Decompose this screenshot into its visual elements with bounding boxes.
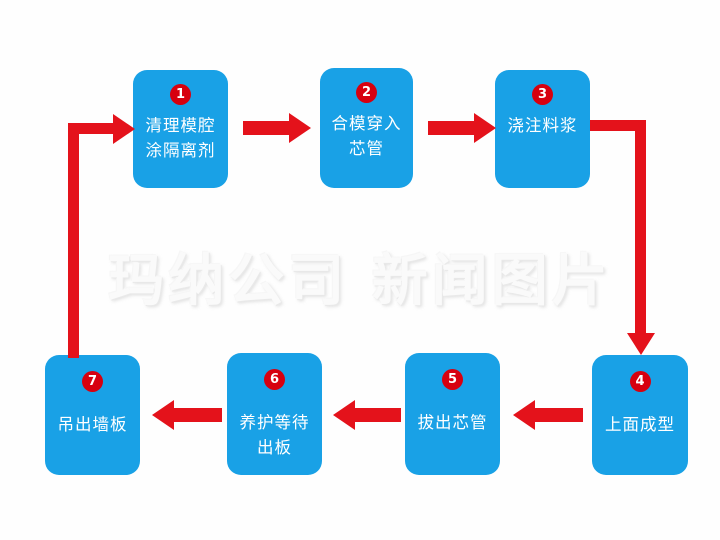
step-badge-2: 2 (356, 82, 377, 103)
step-badge-3: 3 (532, 84, 553, 105)
arrow-3-to-4 (590, 120, 690, 365)
arrow-shaft (428, 121, 474, 135)
arrow-head (113, 113, 135, 144)
arrow-4-to-5 (513, 400, 583, 430)
step-badge-6: 6 (264, 369, 285, 390)
arrow-shaft (174, 408, 222, 422)
process-node-1[interactable]: 1 清理模腔 涂隔离剂 (133, 70, 228, 188)
arrow-5-to-6 (333, 400, 401, 430)
node-label-1: 清理模腔 涂隔离剂 (145, 116, 216, 160)
node-label-2: 合模穿入 芯管 (331, 114, 402, 158)
arrow-head (152, 400, 174, 430)
arrow-head (333, 400, 355, 430)
process-node-3[interactable]: 3 浇注料浆 (495, 70, 590, 188)
process-node-4[interactable]: 4 上面成型 (592, 355, 688, 475)
arrow-6-to-7 (152, 400, 222, 430)
step-badge-4: 4 (629, 371, 651, 392)
arrow-head (289, 113, 311, 143)
node-label-5: 拔出芯管 (417, 413, 488, 432)
process-node-6[interactable]: 6 养护等待 出板 (227, 353, 322, 475)
step-badge-1: 1 (170, 84, 191, 105)
arrow-shaft (535, 408, 583, 422)
arrow-shaft (243, 121, 289, 135)
arrow-7-to-1 (68, 113, 188, 358)
elbow-vertical-segment (68, 123, 79, 358)
arrow-head (474, 113, 496, 143)
process-node-7[interactable]: 7 吊出墙板 (45, 355, 140, 475)
arrow-head (626, 333, 655, 355)
node-label-7: 吊出墙板 (57, 415, 128, 434)
step-badge-5: 5 (442, 369, 463, 390)
arrow-2-to-3 (428, 113, 496, 143)
arrow-head (513, 400, 535, 430)
elbow-horizontal-segment (68, 123, 115, 134)
process-node-5[interactable]: 5 拔出芯管 (405, 353, 500, 475)
elbow-vertical-segment (635, 120, 646, 333)
step-badge-7: 7 (82, 371, 103, 392)
node-label-3: 浇注料浆 (507, 116, 578, 135)
arrow-shaft (355, 408, 401, 422)
process-node-2[interactable]: 2 合模穿入 芯管 (320, 68, 413, 188)
node-label-4: 上面成型 (605, 415, 675, 434)
arrow-1-to-2 (243, 113, 311, 143)
elbow-horizontal-segment (590, 120, 646, 131)
node-label-6: 养护等待 出板 (239, 413, 310, 457)
